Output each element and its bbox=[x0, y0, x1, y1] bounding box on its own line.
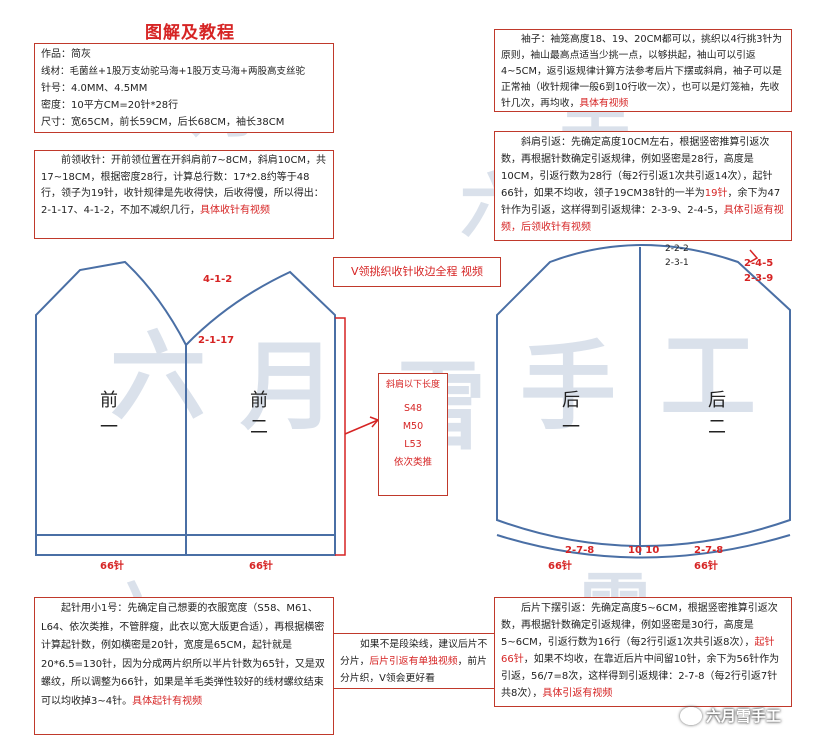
back-shoulder-label-b: 2-3-9 bbox=[744, 273, 773, 284]
sleeve-note: 袖子：袖笼高度18、19、20CM都可以，挑织以4行挑3针为原则，袖山最高点适当… bbox=[494, 29, 792, 112]
watermark-char: 工 bbox=[660, 320, 756, 433]
back-right-stitches: 66针 bbox=[694, 559, 718, 572]
shoulder-arrow bbox=[749, 249, 759, 263]
split-knit-note: 如果不是段染线，建议后片不分片，后片引返有单独视频，前片分片织，V领会更好看 bbox=[333, 633, 496, 689]
watermark-char: 手 bbox=[520, 330, 616, 443]
legend-size-l: L53 bbox=[404, 439, 422, 450]
back-piece-video-link[interactable]: 后片引返有单独视频 bbox=[369, 656, 458, 667]
back-hem-video-link[interactable]: 具体引返有视频 bbox=[542, 688, 613, 699]
back-hem-note: 后片下摆引返：先确定高度5~6CM，根据竖密推算引返次数，再根据针数确定引返规律… bbox=[494, 597, 792, 707]
front-right-panel-label: 前 bbox=[250, 390, 268, 411]
back-left-panel-label: 后 bbox=[562, 390, 580, 411]
back-neck-label-a: 2-2-2 bbox=[665, 244, 689, 254]
back-left-stitches: 66针 bbox=[548, 559, 572, 572]
sleeve-video-link[interactable]: 具体有视频 bbox=[579, 98, 629, 109]
shoulder-note-text: 斜肩引返：先确定高度10CM左右，根据竖密推算引返次数，再根据针数确定引返规律，… bbox=[501, 137, 773, 199]
watermark-char: 月 bbox=[240, 330, 336, 443]
front-outline bbox=[35, 260, 336, 556]
v-neck-video-link[interactable]: V领挑织收针收边全程 视频 bbox=[333, 257, 501, 287]
back-right-panel-num: 二 bbox=[708, 417, 726, 438]
wechat-icon bbox=[680, 706, 702, 725]
cast-on-note: 起针用小1号：先确定自己想要的衣服宽度（S58、M61、L64、依次类推，不管胖… bbox=[34, 597, 334, 735]
length-legend: 斜肩以下长度 S48 M50 L53 依次类推 bbox=[378, 373, 448, 496]
front-neck-side-label: 2-1-17 bbox=[198, 335, 234, 346]
split-knit-note-tail: ，前片分片织，V领会更好看 bbox=[340, 656, 487, 684]
back-neck-label-b: 2-3-1 bbox=[665, 258, 689, 268]
shoulder-red-value: 19针 bbox=[704, 188, 728, 199]
split-knit-note-text: 如果不是段染线，建议后片不分片， bbox=[340, 639, 488, 667]
back-hem-line bbox=[496, 534, 791, 559]
shoulder-note: 斜肩引返：先确定高度10CM左右，根据竖密推算引返次数，再根据针数确定引返规律，… bbox=[494, 131, 792, 241]
back-hem-note-text: 后片下摆引返：先确定高度5~6CM，根据竖密推算引返次数，再根据针数确定引返规律… bbox=[501, 603, 778, 648]
front-left-panel-num: 一 bbox=[100, 417, 118, 438]
shoulder-video-link[interactable]: 具体引返有视频，后领收针有视频 bbox=[501, 205, 784, 233]
front-neck-top-label: 4-1-2 bbox=[203, 274, 232, 285]
length-bracket bbox=[335, 317, 380, 556]
info-line: 针号：4.0MM、4.5MM bbox=[41, 83, 148, 94]
front-left-stitches: 66针 bbox=[100, 559, 124, 572]
legend-title: 斜肩以下长度 bbox=[385, 380, 440, 390]
back-hem-center-label: 10 10 bbox=[628, 545, 659, 556]
info-line: 尺寸：宽65CM，前长59CM，后长68CM，袖长38CM bbox=[41, 117, 285, 128]
back-hem-note-text-2: ，如果不均收，在靠近后片中间留10针，余下为56针作为引返，56/7=8次，这样… bbox=[501, 654, 780, 699]
cast-on-note-text: 起针用小1号：先确定自己想要的衣服宽度（S58、M61、L64、依次类推，不管胖… bbox=[41, 603, 325, 707]
front-left-panel-label: 前 bbox=[100, 390, 118, 411]
back-pieces bbox=[496, 244, 791, 559]
brand-watermark: 六月雪手工 bbox=[680, 705, 781, 726]
info-box: 作品：简灰 线材：毛菌丝+1股万支幼驼马海+1股万支马海+两股高支丝驼 针号：4… bbox=[34, 43, 334, 133]
info-line: 线材：毛菌丝+1股万支幼驼马海+1股万支马海+两股高支丝驼 bbox=[41, 66, 305, 77]
sleeve-note-text: 袖子：袖笼高度18、19、20CM都可以，挑织以4行挑3针为原则，袖山最高点适当… bbox=[501, 34, 783, 109]
back-outline bbox=[496, 244, 791, 547]
back-right-panel-label: 后 bbox=[708, 390, 726, 411]
back-left-panel-num: 一 bbox=[562, 417, 580, 438]
back-shoulder-label-a: 2-4-5 bbox=[744, 258, 773, 269]
back-hem-red-value: 起针66针 bbox=[501, 637, 775, 665]
info-line: 密度：10平方CM=20针*28行 bbox=[41, 100, 179, 111]
page-title: 图解及教程 bbox=[145, 23, 235, 43]
legend-size-s: S48 bbox=[403, 403, 423, 414]
legend-note: 依次类推 bbox=[393, 457, 432, 468]
shoulder-note-text-2: ，余下为47针作为引返，这样得到引返规律：2-3-9、2-4-5， bbox=[501, 188, 781, 216]
back-hem-right-label: 2-7-8 bbox=[694, 545, 723, 556]
front-right-stitches: 66针 bbox=[249, 559, 273, 572]
front-neck-video-link[interactable]: 具体收针有视频 bbox=[199, 204, 270, 216]
info-line: 作品：简灰 bbox=[41, 49, 91, 60]
back-hem-left-label: 2-7-8 bbox=[565, 545, 594, 556]
front-pieces bbox=[35, 260, 336, 556]
legend-size-m: M50 bbox=[402, 421, 424, 432]
front-neck-note: 前领收针：开前领位置在开斜肩前7~8CM，斜肩10CM，共17~18CM，根据密… bbox=[34, 150, 334, 239]
cast-on-video-link[interactable]: 具体起针有视频 bbox=[132, 695, 203, 707]
front-right-panel-num: 二 bbox=[250, 417, 268, 438]
brand-name: 六月雪手工 bbox=[706, 707, 782, 725]
front-neck-note-text: 前领收针：开前领位置在开斜肩前7~8CM，斜肩10CM，共17~18CM，根据密… bbox=[41, 155, 327, 216]
watermark-char: 六 bbox=[110, 320, 206, 433]
